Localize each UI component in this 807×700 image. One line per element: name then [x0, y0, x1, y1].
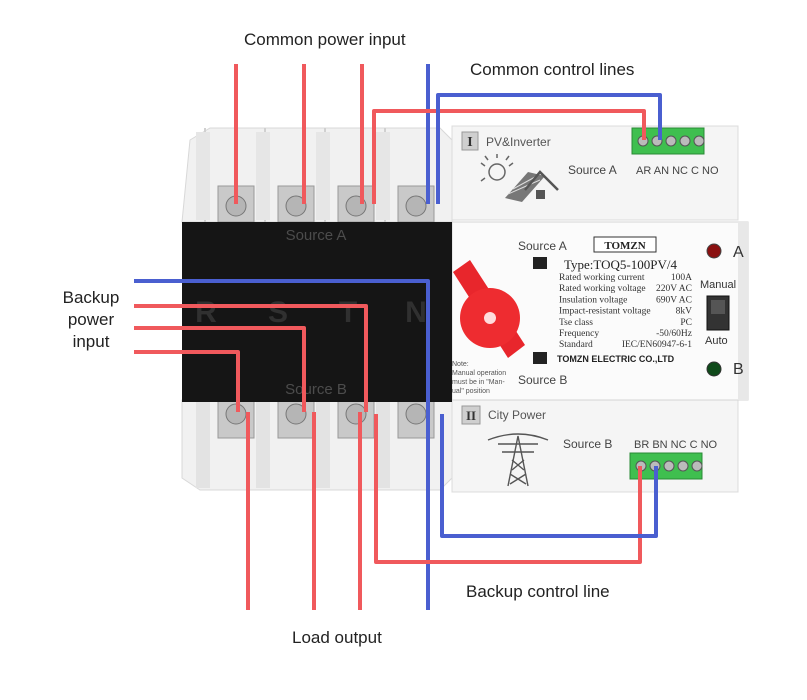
- spec-value: -50/60Hz: [656, 329, 692, 339]
- indicator-a-label: A: [733, 244, 744, 261]
- wire-backup-r: [134, 350, 240, 412]
- brand-name: TOMZN: [604, 240, 645, 252]
- spec-value: 220V AC: [656, 284, 692, 294]
- indicator-a-led: [706, 243, 722, 259]
- panel-source-b-label: Source B: [285, 381, 347, 398]
- section-1-badge: [461, 131, 479, 151]
- note-line-1: Note:: [452, 361, 469, 368]
- section-2-name: City Power: [488, 408, 546, 422]
- bottom-control-terminal-block: [629, 452, 703, 480]
- section-2-numeral: II: [466, 408, 476, 423]
- wire-backup-n: [134, 279, 430, 412]
- callout-common-control-lines: Common control lines: [470, 60, 635, 79]
- power-pylon-icon: [487, 433, 549, 487]
- callout-backup-line-2: power: [67, 310, 115, 329]
- wire-common-control-neutral: [436, 93, 662, 204]
- spec-label: Insulation voltage: [559, 295, 627, 305]
- section-2-source: Source B: [563, 437, 612, 451]
- brand-logo: [593, 236, 657, 253]
- spec-list: Rated working current 100A Rated working v…: [559, 273, 692, 350]
- wire-backup-control-live: [374, 414, 642, 564]
- callout-backup-line-1: Backup: [62, 288, 120, 307]
- spec-label: Standard: [559, 340, 593, 350]
- note-line-3: must be in "Man-: [452, 379, 505, 386]
- maker-name: TOMZN ELECTRIC CO.,LTD: [557, 354, 675, 364]
- manual-auto-switch-handle[interactable]: [711, 300, 725, 314]
- spec-label: Frequency: [559, 329, 599, 339]
- spec-label: Tse class: [559, 318, 593, 328]
- switch-auto-label: Auto: [705, 335, 728, 347]
- switch-manual-label: Manual: [700, 279, 736, 291]
- window-source-a-label: Source A: [518, 239, 567, 253]
- section-2-badge: [461, 405, 481, 425]
- section-1-name: PV&Inverter: [486, 135, 551, 149]
- spec-value: PC: [680, 318, 692, 328]
- wire-backup-s: [134, 326, 306, 412]
- wire-common-control-live: [372, 109, 646, 204]
- spec-label: Rated working current: [559, 273, 645, 283]
- indicator-b-led: [706, 361, 722, 377]
- callout-common-power-input: Common power input: [244, 30, 406, 49]
- wire-backup-control-neutral: [440, 414, 658, 538]
- window-source-b-label: Source B: [518, 373, 567, 387]
- spec-value: 690V AC: [656, 295, 692, 305]
- wire-backup-t: [134, 304, 368, 412]
- type-line: Type:TOQ5-100PV/4: [564, 257, 677, 272]
- callout-backup-line-3: input: [72, 332, 110, 351]
- callout-backup-control-line: Backup control line: [466, 582, 610, 601]
- phase-label-t: T: [339, 296, 357, 329]
- solar-house-icon: [480, 154, 559, 202]
- indicator-b-label: B: [733, 361, 744, 378]
- section-1-source: Source A: [568, 163, 617, 177]
- top-terminal-labels: AR AN NC C NO: [636, 165, 719, 177]
- phase-label-s: S: [268, 296, 288, 329]
- bottom-terminal-labels: BR BN NC C NO: [634, 439, 718, 451]
- panel-source-a-label: Source A: [286, 227, 347, 244]
- spec-label: Rated working voltage: [559, 284, 646, 294]
- window-source-a: [533, 257, 547, 269]
- window-source-b: [533, 352, 547, 364]
- spec-value: IEC/EN60947-6-1: [622, 340, 692, 350]
- callout-backup-power-input: Backup power input: [50, 287, 132, 353]
- spec-value: 100A: [671, 273, 692, 283]
- spec-value: 8kV: [676, 307, 693, 317]
- phase-label-n: N: [405, 296, 427, 329]
- section-1-numeral: I: [467, 135, 472, 150]
- note-line-2: Manual operation: [452, 370, 506, 377]
- spec-label: Impact-resistant voltage: [559, 307, 651, 317]
- rotary-knob[interactable]: [453, 260, 525, 358]
- callout-load-output: Load output: [292, 628, 382, 647]
- black-front-panel: [182, 222, 452, 402]
- phase-label-r: R: [195, 296, 217, 329]
- note-line-4: ual" position: [452, 388, 490, 395]
